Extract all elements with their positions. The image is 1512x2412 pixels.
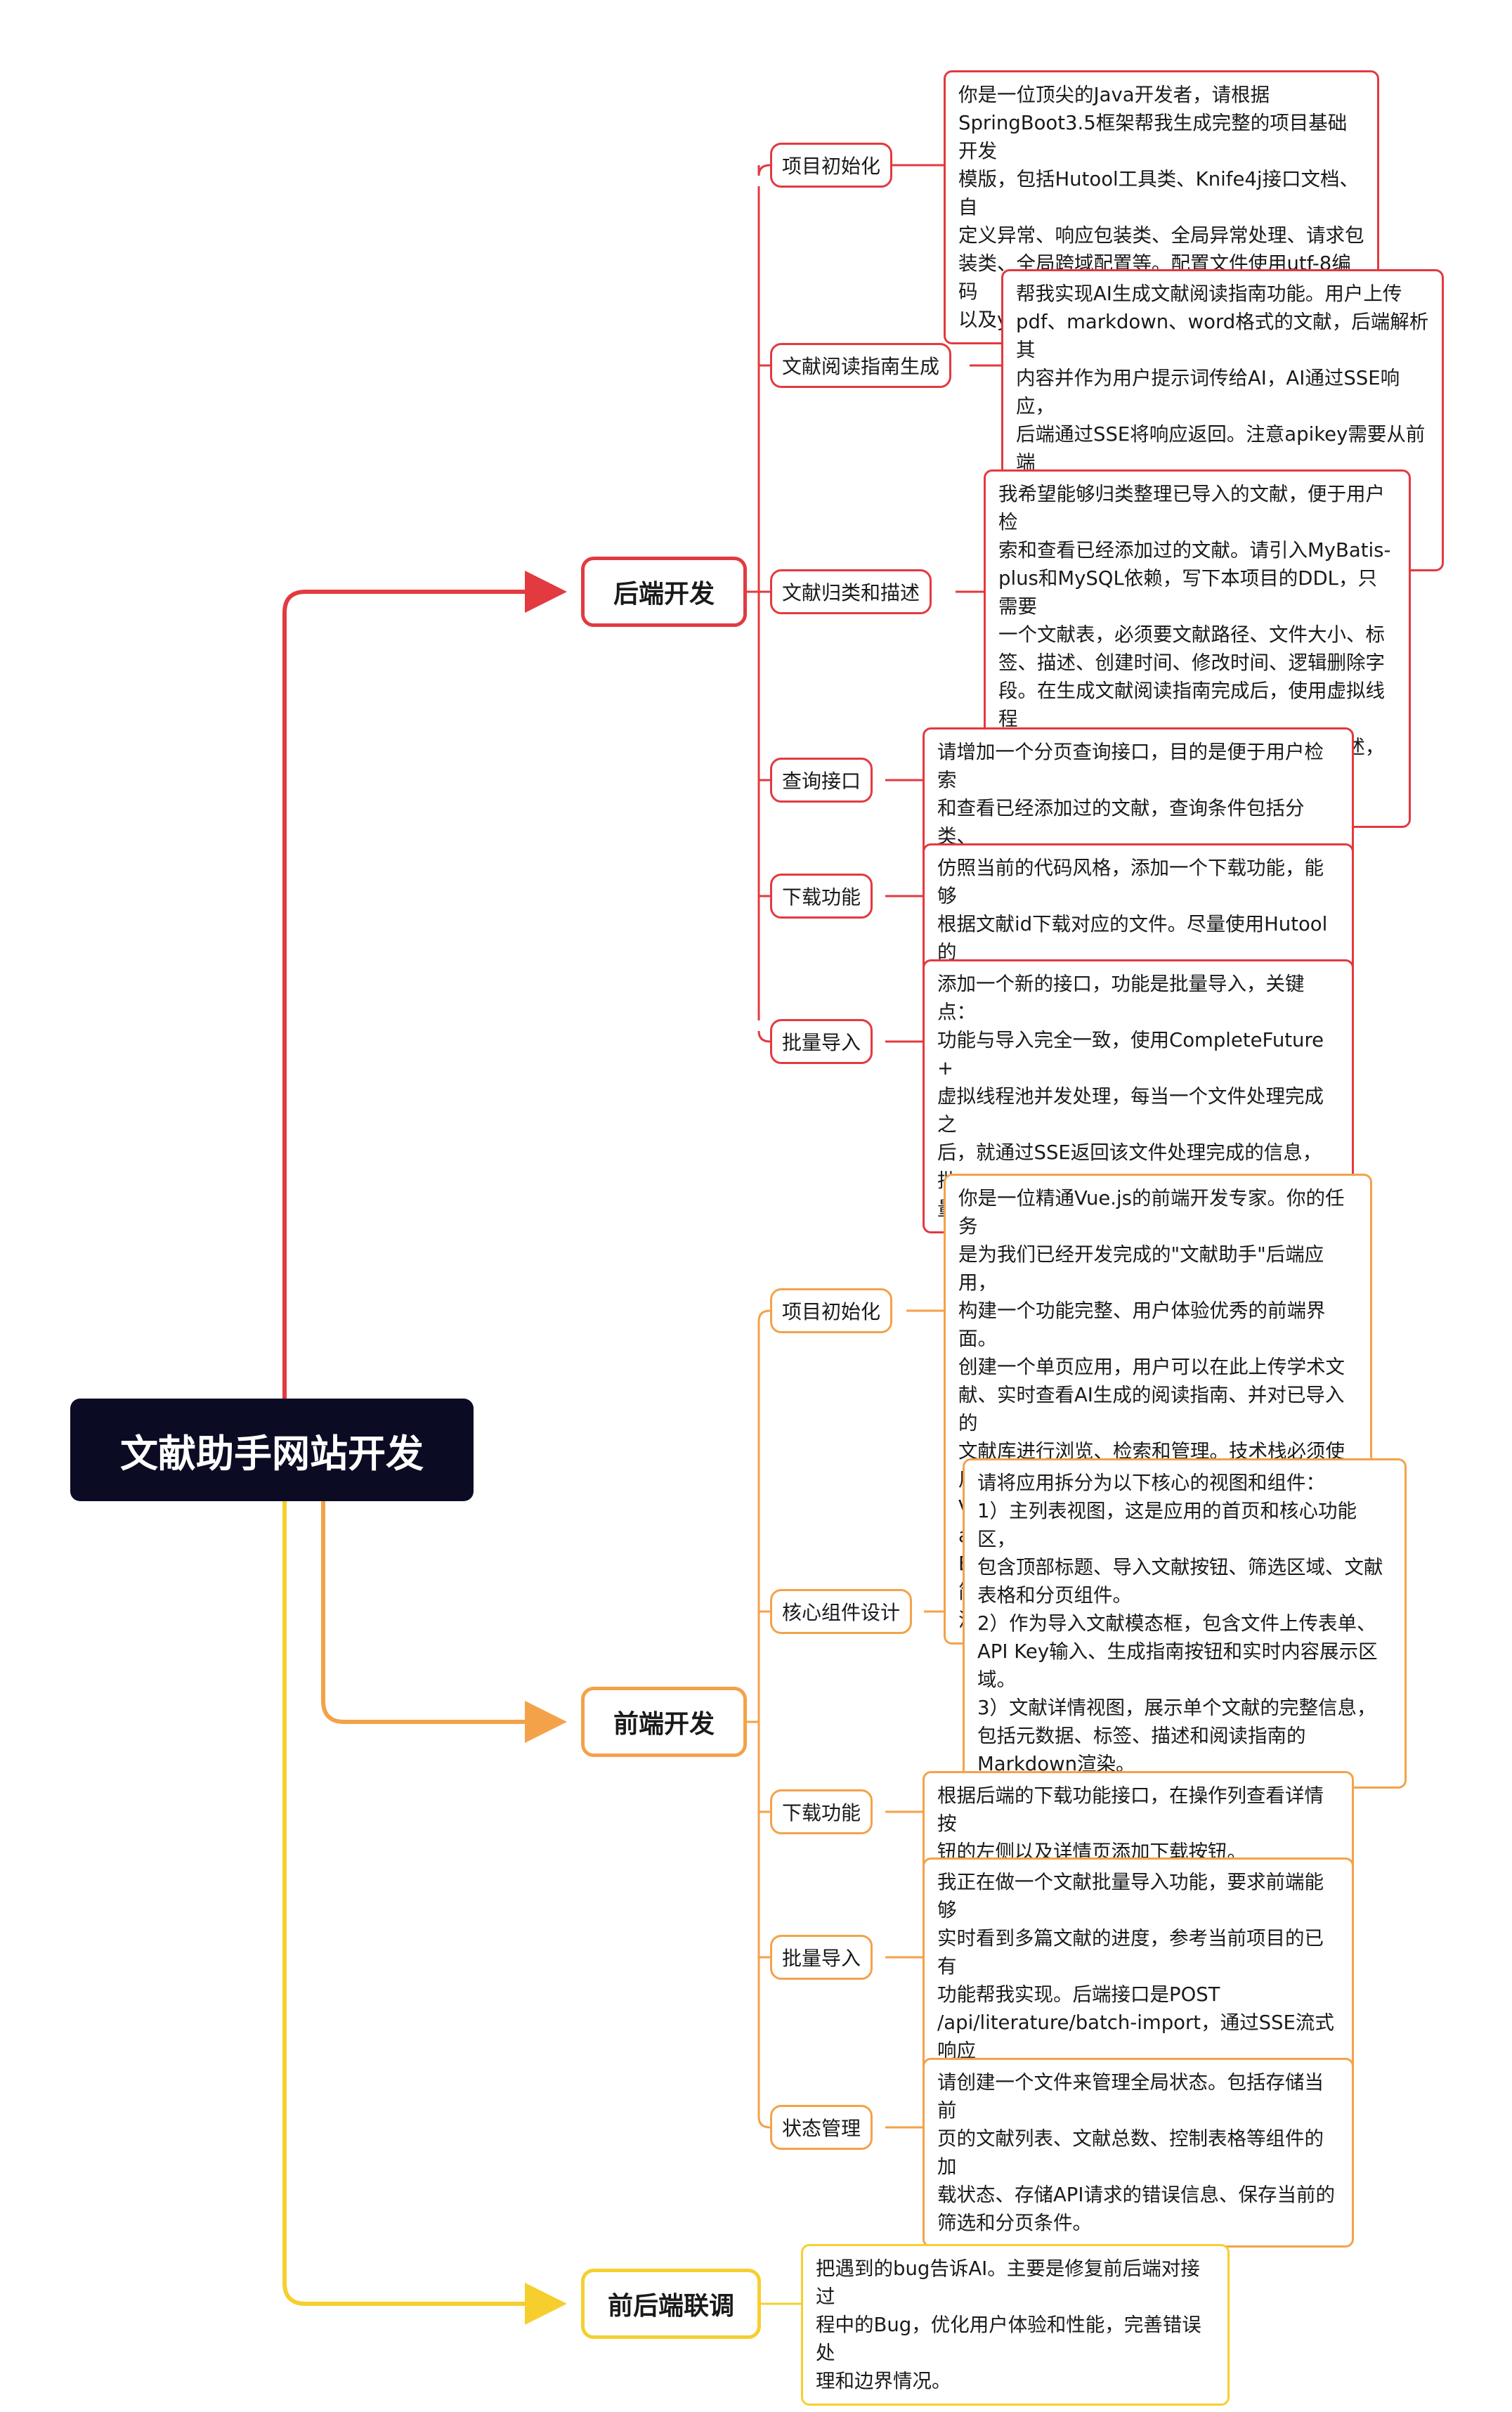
backend-item-classify[interactable]: 文献归类和描述 [770,569,932,614]
frontend-desc-state-management: 请创建一个文件来管理全局状态。包括存储当前 页的文献列表、文献总数、控制表格等组… [923,2058,1354,2248]
branch-backend[interactable]: 后端开发 [581,557,747,627]
frontend-desc-core-components: 请将应用拆分为以下核心的视图和组件： 1）主列表视图，这是应用的首页和核心功能区… [963,1458,1407,1789]
backend-item-project-init[interactable]: 项目初始化 [770,143,893,188]
branch-frontend[interactable]: 前端开发 [581,1687,747,1757]
frontend-tree-lines [747,1309,963,2129]
root-topic[interactable]: 文献助手网站开发 [70,1399,474,1501]
backend-tree-lines [747,164,1001,1043]
backend-item-reading-guide[interactable]: 文献阅读指南生成 [770,343,952,388]
frontend-item-state-management[interactable]: 状态管理 [770,2105,873,2150]
root-to-frontend-line [321,1501,567,1743]
backend-item-download[interactable]: 下载功能 [770,874,873,919]
frontend-item-download[interactable]: 下载功能 [770,1789,873,1834]
backend-item-query[interactable]: 查询接口 [770,758,873,803]
frontend-item-project-init[interactable]: 项目初始化 [770,1288,893,1333]
branch-integration[interactable]: 前后端联调 [581,2269,761,2339]
root-to-integration-line [282,1501,567,2325]
root-to-backend-line [282,571,567,1399]
backend-item-batch-import[interactable]: 批量导入 [770,1019,873,1064]
frontend-item-batch-import[interactable]: 批量导入 [770,1935,873,1980]
integration-desc: 把遇到的bug告诉AI。主要是修复前后端对接过 程中的Bug，优化用户体验和性能… [801,2244,1230,2406]
frontend-item-core-components[interactable]: 核心组件设计 [770,1589,913,1634]
